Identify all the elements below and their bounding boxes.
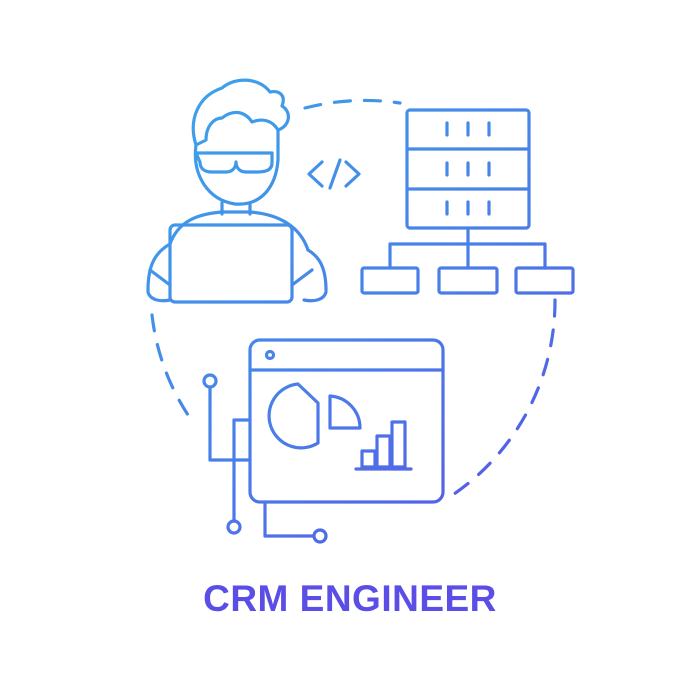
circuit-connector-icon [202,373,328,544]
engineer-with-laptop-icon [146,78,328,304]
caption-title: CRM ENGINEER [203,578,497,619]
bar-chart-icon [354,420,413,471]
dashed-arc-right [443,298,557,502]
pie-chart-icon [267,382,362,450]
browser-window-icon [248,338,445,504]
code-tag-icon [307,158,361,190]
dashed-arc-top [303,98,402,110]
network-hierarchy-icon [360,226,575,295]
dashed-arc-left [150,313,197,427]
server-rack-icon [405,108,531,230]
